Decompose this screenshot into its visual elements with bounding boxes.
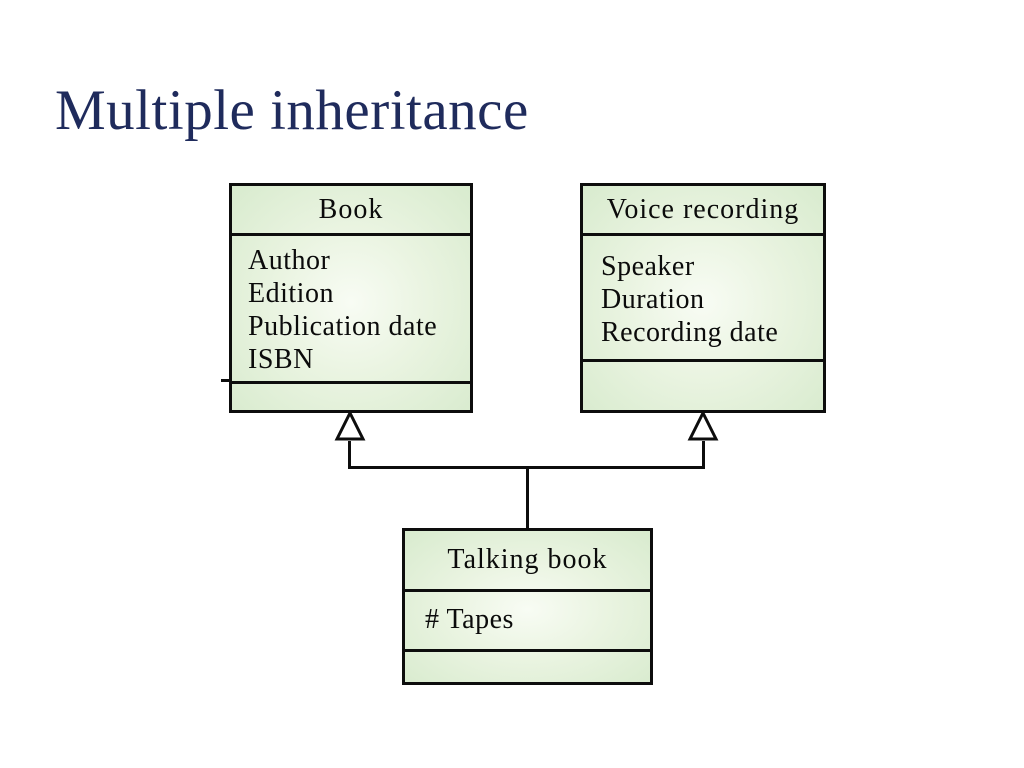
class-operations-empty xyxy=(583,362,823,410)
class-box-book: Book Author Edition Publication date ISB… xyxy=(229,183,473,413)
generalization-triangle-icon xyxy=(334,411,366,441)
class-name: Book xyxy=(232,186,470,236)
class-attributes: Author Edition Publication date ISBN xyxy=(232,236,470,384)
class-attribute: Speaker xyxy=(601,251,695,282)
class-box-talking-book: Talking book # Tapes xyxy=(402,528,653,685)
class-operations-empty xyxy=(232,384,470,410)
class-attribute: Duration xyxy=(601,284,705,315)
class-attributes: # Tapes xyxy=(405,592,650,652)
class-name: Talking book xyxy=(405,531,650,592)
connector-line-center-vertical xyxy=(526,466,529,529)
class-attribute: Edition xyxy=(248,278,334,309)
class-attribute: # Tapes xyxy=(425,604,514,635)
class-attribute: ISBN xyxy=(248,344,314,375)
class-attribute: Recording date xyxy=(601,317,779,348)
class-operations-empty xyxy=(405,652,650,682)
slide-title: Multiple inheritance xyxy=(55,79,529,142)
class-attribute: Author xyxy=(248,245,331,276)
generalization-triangle-icon xyxy=(687,411,719,441)
connector-line-left-vertical xyxy=(348,441,351,469)
divider-tick-artifact xyxy=(221,379,230,382)
class-attributes: Speaker Duration Recording date xyxy=(583,236,823,362)
class-name: Voice recording xyxy=(583,186,823,236)
connector-line-right-vertical xyxy=(702,441,705,469)
class-box-voice-recording: Voice recording Speaker Duration Recordi… xyxy=(580,183,826,413)
class-attribute: Publication date xyxy=(248,311,438,342)
